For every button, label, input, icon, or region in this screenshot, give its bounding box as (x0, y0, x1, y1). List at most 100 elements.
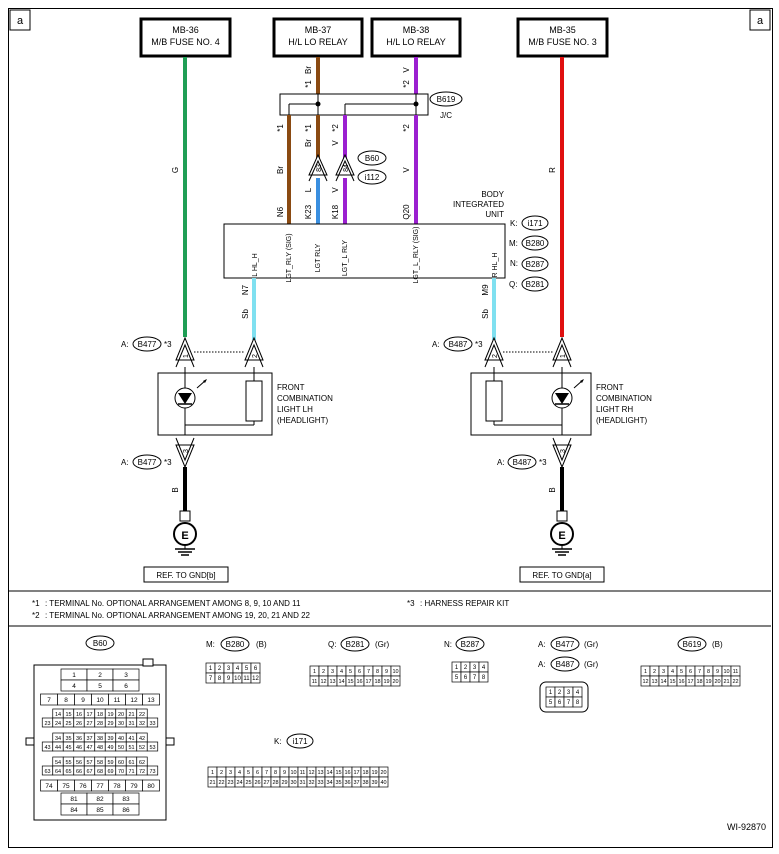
pin-number: 70 (118, 769, 124, 775)
pin-number: 66 (76, 769, 82, 775)
svg-text:A:: A: (538, 660, 546, 669)
pin-number: 29 (107, 721, 113, 727)
biu-pin-names: LGT_RLY (SIG) LGT RLY LGT_L RLY LGT_L_RL… (252, 227, 499, 284)
pin-number: 34 (55, 736, 61, 742)
pin-number: 86 (122, 807, 130, 814)
pin-number: 1 (72, 672, 76, 679)
ground-lh-connector-ref: A: B477 *3 (121, 454, 172, 470)
pin-number: 31 (128, 721, 134, 727)
pin-number: 27 (263, 780, 269, 786)
junction-label: B619 J/C (429, 91, 463, 120)
pin-number: 39 (371, 780, 377, 786)
pin-number: 19 (383, 679, 389, 685)
lamp-lh-label: FRONT COMBINATION LIGHT LH (HEADLIGHT) (277, 383, 333, 425)
pin-number: 3 (662, 669, 665, 675)
pin-number: 19 (371, 770, 377, 776)
pin-number: 49 (107, 745, 113, 751)
svg-text:B477: B477 (556, 640, 575, 649)
pin-cell (730, 675, 741, 687)
svg-text:K:: K: (510, 219, 518, 228)
svg-text:V: V (402, 167, 411, 173)
corner-label-right: a (757, 15, 764, 27)
pin-number: 1 (211, 770, 214, 776)
front-combination-light-lh (157, 367, 273, 436)
pin-number: 58 (97, 760, 103, 766)
svg-text:N7: N7 (241, 284, 250, 295)
pin-number: 16 (678, 679, 684, 685)
svg-text:COMBINATION: COMBINATION (596, 394, 652, 403)
pin-number: 1 (455, 665, 459, 671)
pin-number: 15 (669, 679, 675, 685)
pin-number: 39 (107, 736, 113, 742)
pin-number: 34 (326, 780, 332, 786)
pin-number: 36 (76, 736, 82, 742)
pin-number: 30 (290, 780, 296, 786)
pin-number: 38 (362, 780, 368, 786)
pin-number: 20 (392, 679, 398, 685)
svg-text:UNIT: UNIT (485, 210, 504, 219)
pin-number: 27 (86, 721, 92, 727)
pin-number: 33 (317, 780, 323, 786)
pin-cell (250, 672, 261, 684)
pin-number: 5 (247, 770, 250, 776)
pin-number: 18 (696, 679, 702, 685)
pin-number: 78 (113, 783, 121, 790)
svg-text:R HL_H: R HL_H (492, 253, 499, 278)
svg-text:REF. TO GND[b]: REF. TO GND[b] (156, 571, 215, 580)
pin-number: 11 (300, 770, 306, 776)
pin-number: 22 (139, 712, 145, 718)
svg-text:COMBINATION: COMBINATION (277, 394, 333, 403)
svg-text:Q:: Q: (328, 640, 336, 649)
svg-text:K23: K23 (304, 204, 313, 219)
pin-number: 63 (44, 769, 50, 775)
svg-text:A:: A: (121, 458, 129, 467)
svg-text:B280: B280 (526, 239, 545, 248)
pin-number: 8 (64, 697, 68, 704)
ground-symbol-lh: E (173, 510, 197, 556)
svg-text:Br: Br (276, 166, 285, 174)
pin-number: 25 (245, 780, 251, 786)
svg-text:L HL_H: L HL_H (252, 253, 259, 276)
svg-text:MB-35: MB-35 (549, 25, 576, 35)
svg-text:K:: K: (274, 737, 282, 746)
pin-number: 24 (55, 721, 61, 727)
connector-ref-i112: i112 (357, 169, 387, 185)
pin-number: 22 (218, 780, 224, 786)
svg-text:MB-38: MB-38 (403, 25, 430, 35)
svg-text:*3: *3 (407, 599, 415, 608)
pin-number: 5 (455, 675, 459, 681)
pin-number: 29 (281, 780, 287, 786)
connector-b487-pin2: 2 (484, 336, 504, 368)
pin-number: 51 (128, 745, 134, 751)
pin-number: 40 (380, 780, 386, 786)
svg-text:M/B FUSE NO. 4: M/B FUSE NO. 4 (151, 37, 220, 47)
figure-id: WI-92870 (727, 822, 766, 832)
wire-labels: G R *1 Br *2 V *1 *1 *2 *2 Br V Br L V V… (171, 66, 557, 493)
svg-text:*1: *1 (304, 80, 313, 88)
corner-label-left: a (17, 15, 24, 27)
pin-number: 5 (349, 669, 352, 675)
svg-text:B619: B619 (683, 640, 702, 649)
fuse-box-mb35: MB-35 M/B FUSE NO. 3 (516, 17, 609, 58)
svg-text:*2: *2 (402, 124, 411, 132)
pin-number: 19 (107, 712, 113, 718)
pin-cell (112, 803, 140, 816)
svg-text:MB-36: MB-36 (172, 25, 199, 35)
pin-number: 11 (312, 679, 318, 685)
pin-number: 2 (653, 669, 656, 675)
front-combination-light-rh (470, 367, 592, 436)
svg-text:B487: B487 (449, 340, 468, 349)
pin-number: 3 (227, 666, 231, 672)
conn-header-b487: A: B487 (Gr) (538, 656, 599, 672)
pin-number: 5 (680, 669, 683, 675)
pin-number: 21 (128, 712, 134, 718)
svg-text:J/C: J/C (440, 111, 452, 120)
pin-number: 2 (218, 666, 222, 672)
pin-number: 12 (308, 770, 314, 776)
pin-cell (478, 671, 489, 683)
svg-text:2: 2 (252, 354, 259, 358)
pin-number: 2 (322, 669, 325, 675)
